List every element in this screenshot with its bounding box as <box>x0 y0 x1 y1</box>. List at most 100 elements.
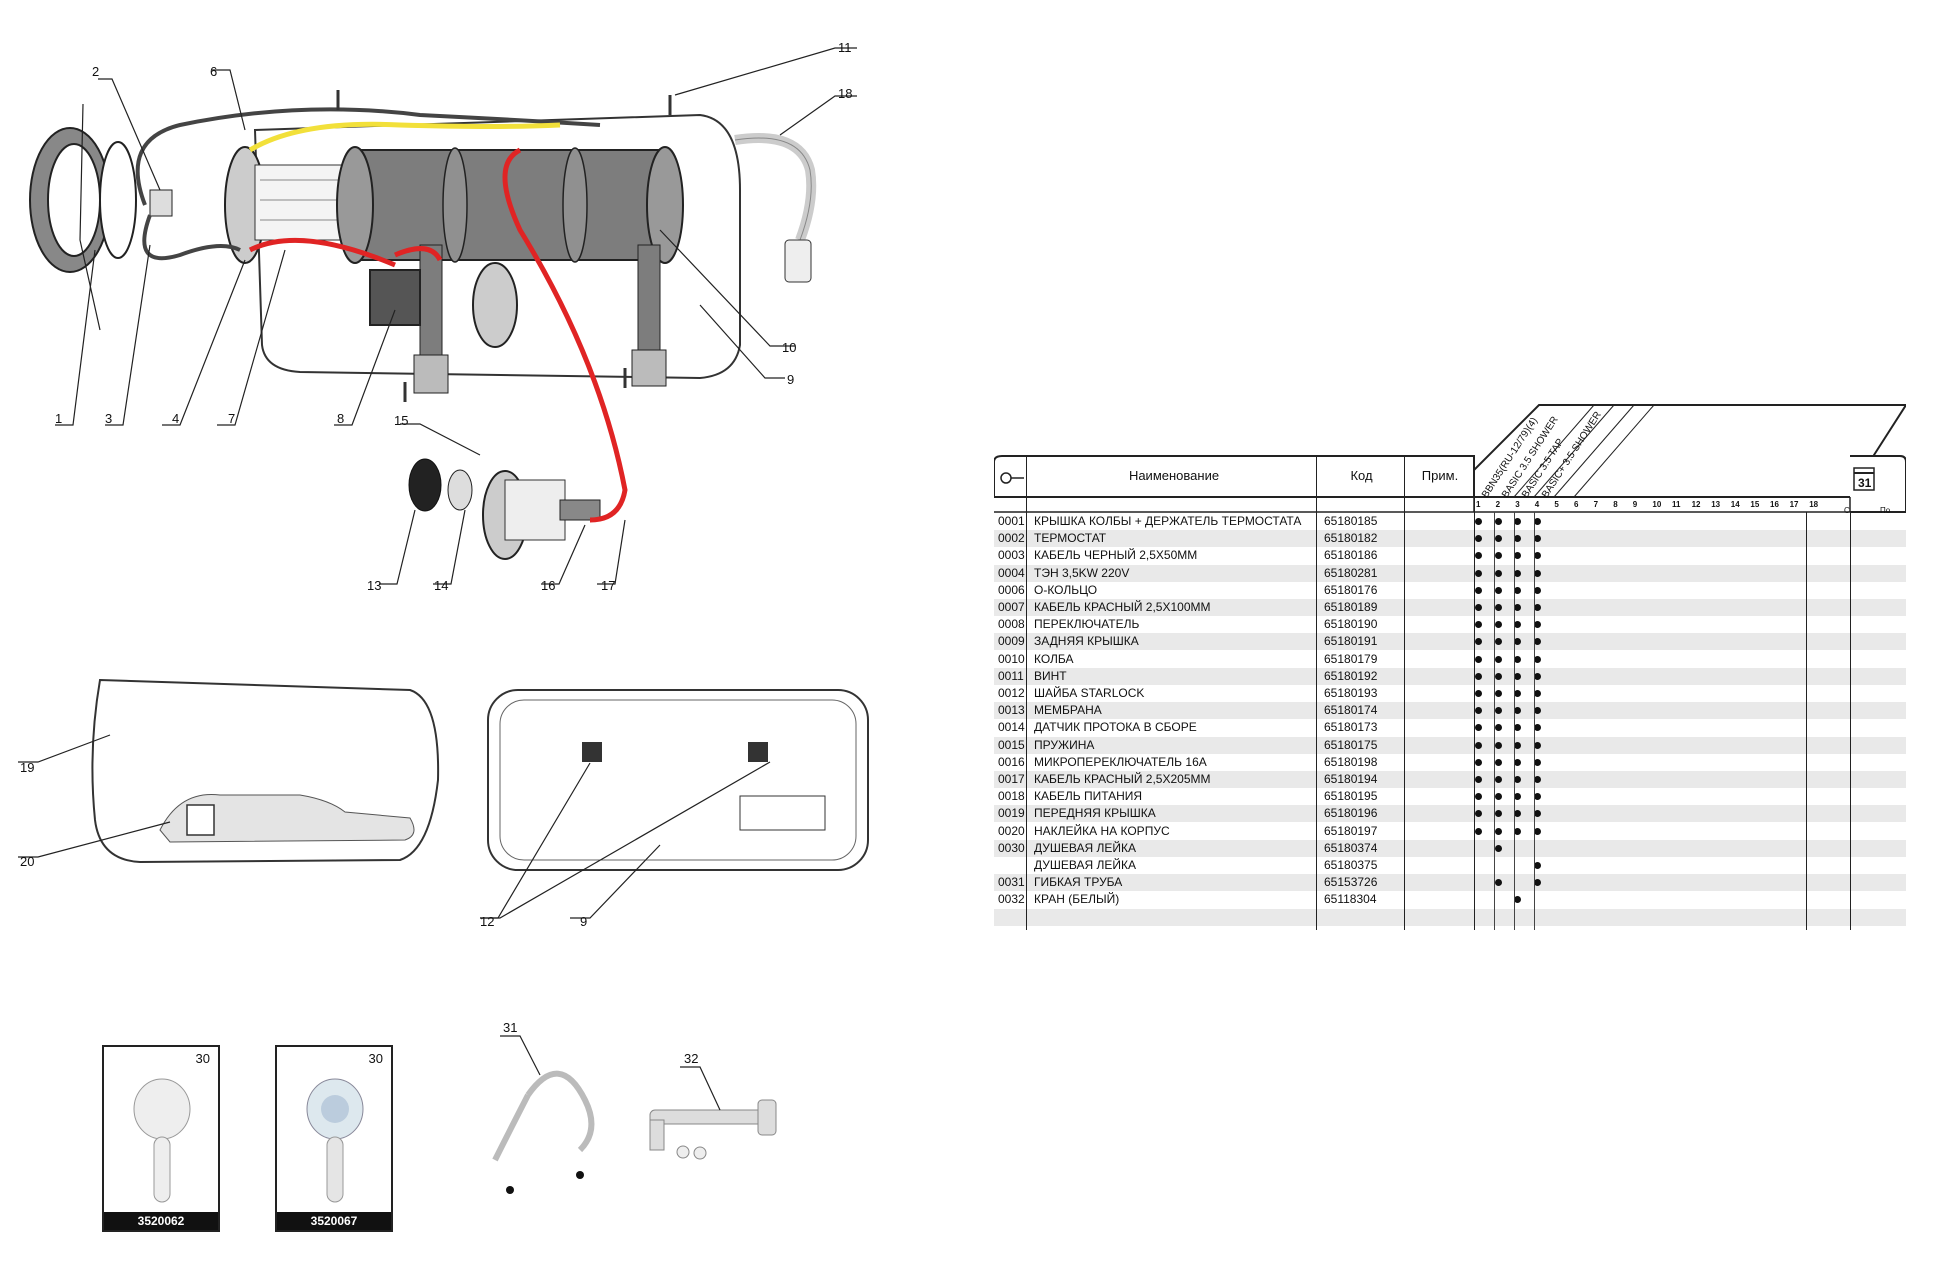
applicability-dot <box>1494 810 1502 818</box>
applicability-dot <box>1494 569 1502 577</box>
row-number: 0031 <box>998 875 1025 890</box>
applicability-dot <box>1514 586 1522 594</box>
row-number: 0003 <box>998 548 1025 563</box>
part-code: 65118304 <box>1324 892 1377 907</box>
table-frame <box>994 404 1906 513</box>
applicability-dot <box>1475 569 1482 577</box>
row-number: 0010 <box>998 651 1025 666</box>
header-c: С <box>1844 506 1850 515</box>
column-number: 6 <box>1574 500 1579 509</box>
row-number: 0009 <box>998 634 1025 649</box>
applicability-dot <box>1533 776 1541 783</box>
applicability-dot <box>1494 724 1502 732</box>
flow-sensor-part <box>472 262 601 560</box>
applicability-dot <box>1533 655 1541 663</box>
callout-9-back: 9 <box>580 914 587 929</box>
applicability-dot <box>1494 758 1502 766</box>
part-name: КАБЕЛЬ ЧЕРНЫЙ 2,5Х50ММ <box>1034 548 1198 563</box>
applicability-dot <box>1533 741 1541 749</box>
applicability-dot <box>1494 793 1502 801</box>
row-number: 0011 <box>998 668 1024 683</box>
part-code: 65180182 <box>1324 531 1378 546</box>
applicability-dot <box>1475 518 1482 525</box>
part-code: 65180179 <box>1324 651 1378 666</box>
part-name: ШАЙБА STARLOCK <box>1034 686 1145 700</box>
part-code: 65180176 <box>1324 582 1378 597</box>
applicability-dot <box>1533 638 1541 646</box>
applicability-dot <box>1533 535 1541 543</box>
applicability-dot <box>1533 604 1541 611</box>
callout-31: 31 <box>503 1020 517 1035</box>
applicability-dot <box>1514 638 1522 646</box>
applicability-dot <box>1514 707 1522 715</box>
part-code: 65180195 <box>1324 789 1378 804</box>
black-wire-2 <box>142 214 241 261</box>
part-name: ТЕРМОСТАТ <box>1034 531 1107 546</box>
column-number: 4 <box>1534 500 1540 509</box>
applicability-dot <box>1494 586 1502 594</box>
applicability-dot <box>1494 844 1502 852</box>
applicability-dot <box>1514 776 1522 783</box>
membrane-part <box>408 458 442 512</box>
callout-32: 32 <box>684 1051 698 1066</box>
shower-head-photo-2: 30 3520067 <box>275 1045 393 1232</box>
applicability-dot <box>1514 518 1522 525</box>
applicability-dot <box>1475 604 1482 611</box>
applicability-dot <box>1533 569 1541 577</box>
callout-19: 19 <box>20 760 34 775</box>
part-name: ПЕРЕКЛЮЧАТЕЛЬ <box>1034 617 1140 632</box>
part-name: ДУШЕВАЯ ЛЕЙКА <box>1034 858 1136 872</box>
row-number: 0018 <box>998 789 1025 804</box>
photo-number: 30 <box>195 1051 210 1066</box>
applicability-dot <box>1533 586 1541 594</box>
part-name: ПЕРЕДНЯЯ КРЫШКА <box>1034 806 1156 821</box>
row-number: 0001 <box>998 514 1025 528</box>
part-code: 65180374 <box>1324 840 1378 855</box>
header-code: Код <box>1350 467 1373 483</box>
part-code: 65180190 <box>1324 617 1378 632</box>
applicability-dot <box>1494 655 1502 663</box>
shower-head-icon <box>306 1078 364 1203</box>
applicability-dot <box>1475 810 1482 818</box>
tap-part <box>649 1099 777 1160</box>
applicability-dot <box>1533 690 1541 697</box>
column-number: 14 <box>1730 500 1740 509</box>
row-number: 0019 <box>998 806 1025 821</box>
applicability-dot <box>1533 552 1541 560</box>
row-number: 0032 <box>998 892 1025 907</box>
header-name: Наименование <box>1128 467 1220 483</box>
applicability-dot <box>1533 810 1541 818</box>
part-code: 65180191 <box>1324 634 1378 649</box>
callout-17: 17 <box>601 578 615 593</box>
row-number: 0020 <box>998 823 1025 838</box>
part-name: МИКРОПЕРЕКЛЮЧАТЕЛЬ 16А <box>1034 754 1207 769</box>
part-code: 65180281 <box>1324 565 1378 580</box>
callout-18: 18 <box>838 86 852 101</box>
part-code: 65180198 <box>1324 754 1378 769</box>
applicability-dot <box>1475 638 1482 646</box>
callout-4: 4 <box>172 411 179 426</box>
part-name: О-КОЛЬЦО <box>1034 582 1098 597</box>
column-number: 12 <box>1691 500 1701 509</box>
part-code: 65180196 <box>1324 806 1378 821</box>
thermostat-part <box>149 189 173 217</box>
row-number: 0007 <box>998 600 1025 614</box>
applicability-dot <box>1475 793 1482 801</box>
key-icon <box>1000 472 1024 484</box>
row-number: 0013 <box>998 703 1025 718</box>
front-cover-part <box>91 678 440 864</box>
